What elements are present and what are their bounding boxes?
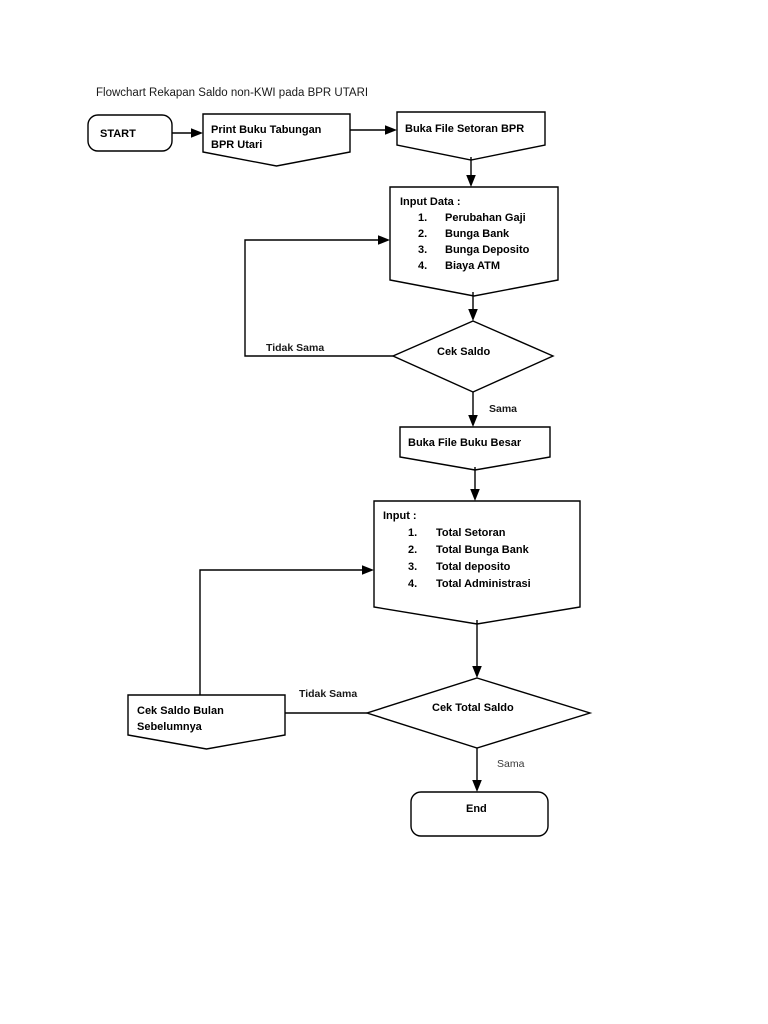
start-label: START — [100, 128, 136, 140]
print-buku-line2: BPR Utari — [211, 139, 262, 151]
input-total-item-4-num: 4. — [408, 578, 417, 590]
edge-cek-saldo-tidak-sama: Tidak Sama — [244, 235, 393, 357]
input-data-item-2-num: 2. — [418, 228, 427, 240]
edge-label-sama-2: Sama — [497, 758, 525, 770]
end-label: End — [466, 803, 487, 815]
edge-buku-besar-to-input-total — [470, 467, 480, 501]
cek-saldo-label: Cek Saldo — [437, 346, 490, 358]
input-total-heading: Input : — [383, 510, 417, 522]
cek-saldo-bulan-shape — [127, 694, 286, 750]
node-start[interactable]: START — [87, 114, 173, 152]
arrowhead-icon — [470, 489, 480, 501]
page-title: Flowchart Rekapan Saldo non-KWI pada BPR… — [96, 87, 368, 99]
input-total-item-4-text: Total Administrasi — [436, 578, 531, 590]
input-data-item-1-text: Perubahan Gaji — [445, 212, 526, 224]
input-data-item-2-text: Bunga Bank — [445, 228, 510, 240]
input-data-shape — [389, 186, 559, 297]
input-total-shape — [373, 500, 581, 625]
edge-cek-total-saldo-tidak-sama: Tidak Sama — [285, 688, 367, 714]
print-buku-shape — [202, 113, 351, 167]
edge-setoran-to-input-data — [466, 157, 476, 187]
node-print-buku-tabungan[interactable]: Print Buku Tabungan BPR Utari — [202, 113, 351, 167]
edge-input-data-to-cek-saldo — [468, 292, 478, 321]
input-data-item-3-text: Bunga Deposito — [445, 244, 530, 256]
input-total-item-1-num: 1. — [408, 527, 417, 539]
arrowhead-icon — [378, 235, 390, 245]
edge-input-total-to-cek-total-saldo — [472, 620, 482, 678]
end-shape — [410, 791, 549, 837]
input-data-item-1-num: 1. — [418, 212, 427, 224]
cek-saldo-bulan-line2: Sebelumnya — [137, 721, 203, 733]
node-cek-total-saldo[interactable]: Cek Total Saldo — [364, 677, 593, 749]
buka-setoran-shape — [396, 111, 546, 161]
input-total-item-3-num: 3. — [408, 561, 417, 573]
node-end[interactable]: End — [410, 791, 549, 837]
node-input-total[interactable]: Input : 1. Total Setoran 2. Total Bunga … — [373, 500, 581, 625]
edge-cek-saldo-bulan-to-input-total — [199, 565, 374, 695]
arrowhead-icon — [472, 780, 482, 792]
buka-buku-besar-shape — [399, 426, 551, 471]
node-buka-file-buku-besar[interactable]: Buka File Buku Besar — [399, 426, 551, 471]
input-data-item-3-num: 3. — [418, 244, 427, 256]
buka-setoran-label: Buka File Setoran BPR — [405, 123, 524, 135]
input-data-item-4-text: Biaya ATM — [445, 260, 500, 272]
input-data-heading: Input Data : — [400, 196, 461, 208]
input-total-item-2-num: 2. — [408, 544, 417, 556]
input-total-item-2-text: Total Bunga Bank — [436, 544, 530, 556]
input-total-item-1-text: Total Setoran — [436, 527, 506, 539]
arrowhead-icon — [191, 128, 203, 138]
node-input-data[interactable]: Input Data : 1. Perubahan Gaji 2. Bunga … — [389, 186, 559, 297]
input-data-item-4-num: 4. — [418, 260, 427, 272]
cek-saldo-bulan-line1: Cek Saldo Bulan — [137, 705, 224, 717]
edge-label-tidak-sama-1: Tidak Sama — [266, 342, 324, 354]
arrowhead-icon — [362, 565, 374, 575]
arrowhead-icon — [468, 415, 478, 427]
cek-total-saldo-label: Cek Total Saldo — [432, 702, 514, 714]
buka-buku-besar-label: Buka File Buku Besar — [408, 437, 522, 449]
arrowhead-icon — [468, 309, 478, 321]
arrowhead-icon — [472, 666, 482, 678]
edge-label-tidak-sama-2: Tidak Sama — [299, 688, 357, 700]
arrowhead-icon — [466, 175, 476, 187]
input-total-item-3-text: Total deposito — [436, 561, 511, 573]
edge-cek-total-saldo-sama: Sama — [472, 748, 525, 792]
node-buka-file-setoran[interactable]: Buka File Setoran BPR — [396, 111, 546, 161]
edge-print-to-buka-setoran — [350, 125, 397, 135]
edge-label-sama-1: Sama — [489, 403, 517, 415]
print-buku-line1: Print Buku Tabungan — [211, 124, 322, 136]
edge-cek-saldo-sama: Sama — [468, 392, 517, 427]
node-cek-saldo-bulan-sebelumnya[interactable]: Cek Saldo Bulan Sebelumnya — [127, 694, 286, 750]
edge-start-to-print — [172, 128, 203, 138]
arrowhead-icon — [385, 125, 397, 135]
node-cek-saldo[interactable]: Cek Saldo — [391, 320, 555, 393]
